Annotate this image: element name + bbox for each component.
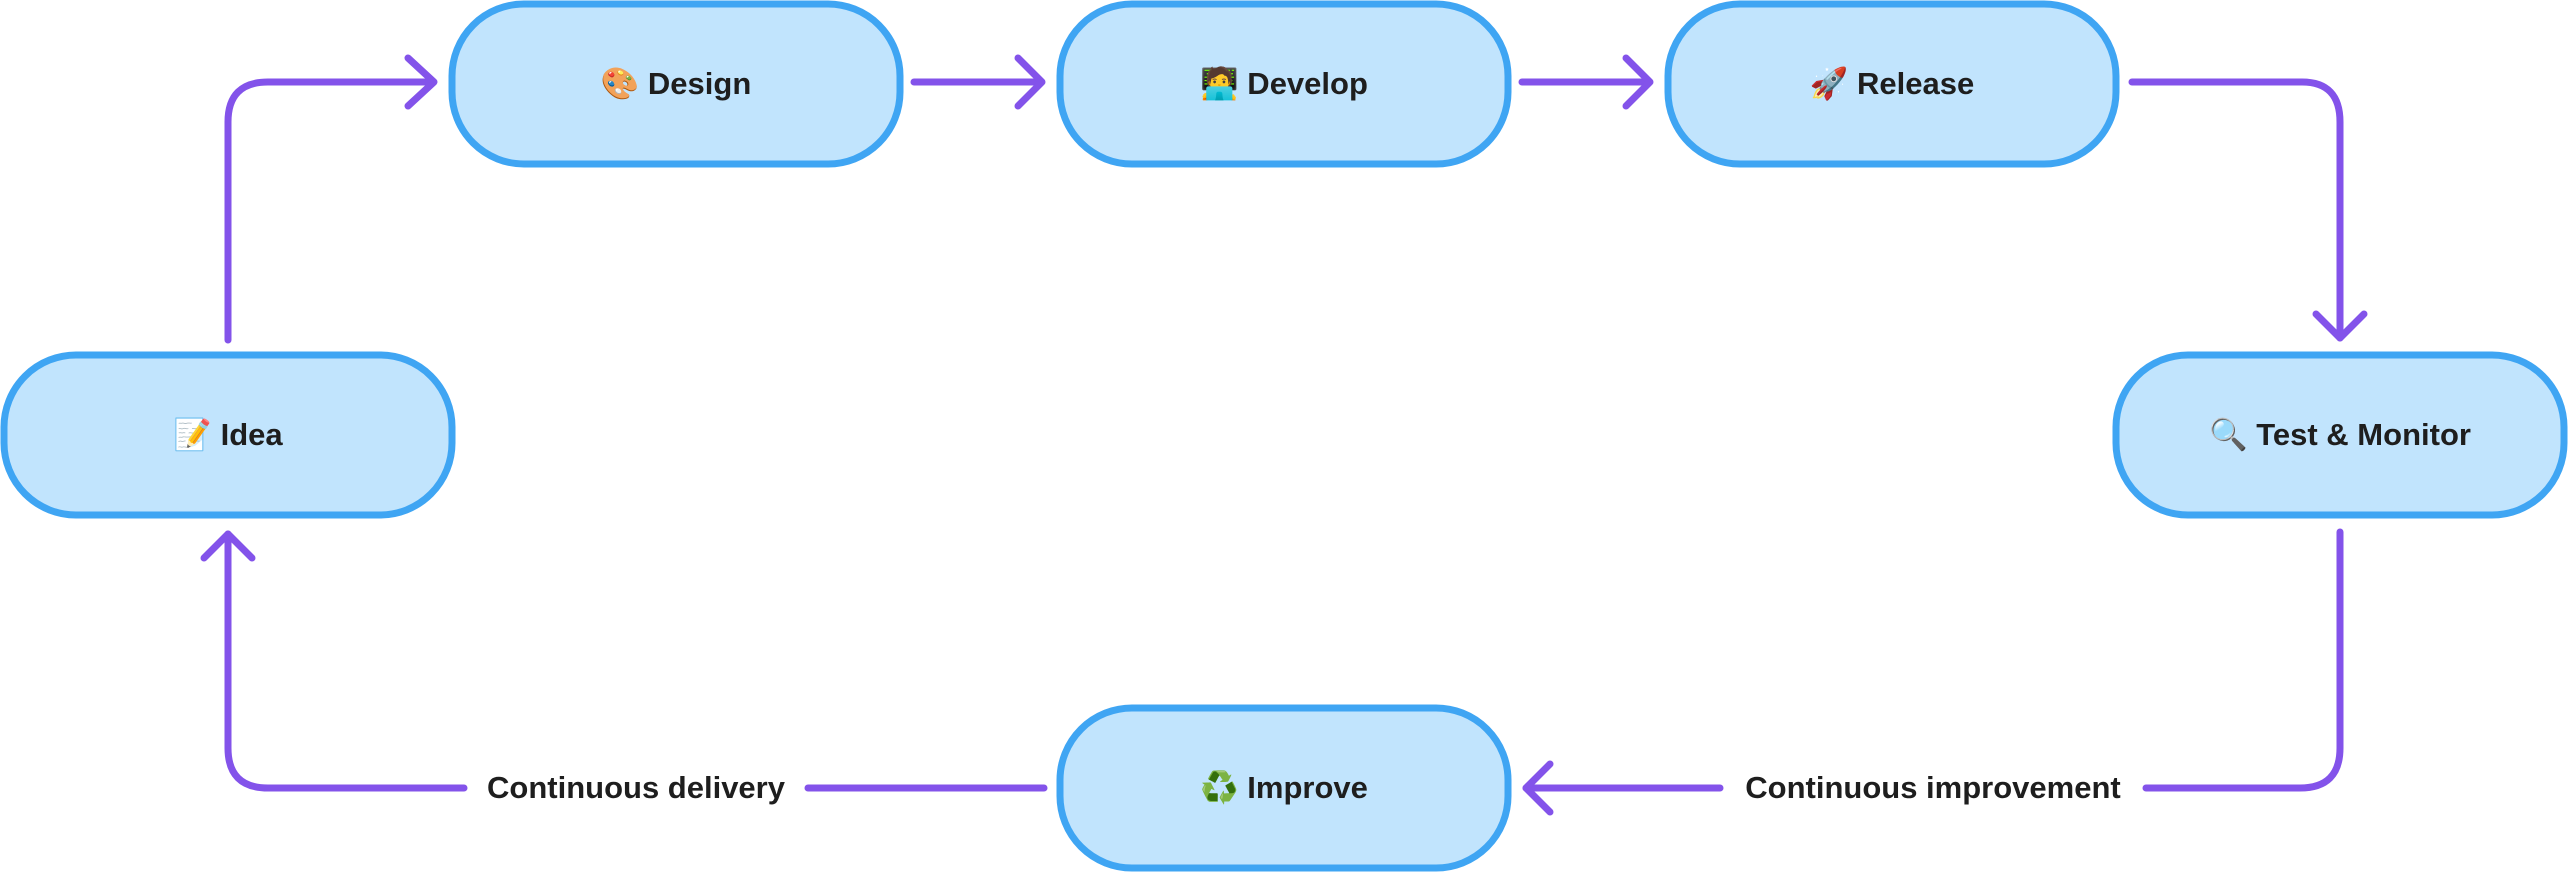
connectors [200,54,2368,816]
arrow-test-to-improve-a [2142,528,2344,792]
arrow-improve-to-idea-b [224,530,468,792]
arrowhead-design [404,54,438,110]
edge-label-continuous-improvement: Continuous improvement [1745,770,2120,805]
node-label: 🚀 Release [1810,65,1974,101]
arrowhead-develop [1014,54,1046,110]
node-label: ♻️ Improve [1200,769,1368,805]
node-develop[interactable]: 🧑‍💻 Develop [1056,0,1512,168]
node-idea[interactable]: 📝 Idea [0,351,456,519]
edge-label-continuous-delivery: Continuous delivery [487,770,786,805]
arrowhead-idea [200,530,256,562]
node-release[interactable]: 🚀 Release [1664,0,2120,168]
node-design[interactable]: 🎨 Design [448,0,904,168]
arrow-idea-to-design [224,78,436,344]
arrow-release-to-test [2128,78,2344,342]
arrowhead-release [1622,54,1654,110]
arrowhead-improve [1522,760,1554,816]
node-label: 📝 Idea [173,416,283,452]
arrowhead-test [2312,310,2368,342]
node-label: 🎨 Design [601,64,752,101]
node-label: 🧑‍💻 Develop [1200,64,1368,101]
node-label: 🔍 Test & Monitor [2209,414,2471,452]
node-test-monitor[interactable]: 🔍 Test & Monitor [2112,351,2568,519]
node-improve[interactable]: ♻️ Improve [1056,704,1512,872]
